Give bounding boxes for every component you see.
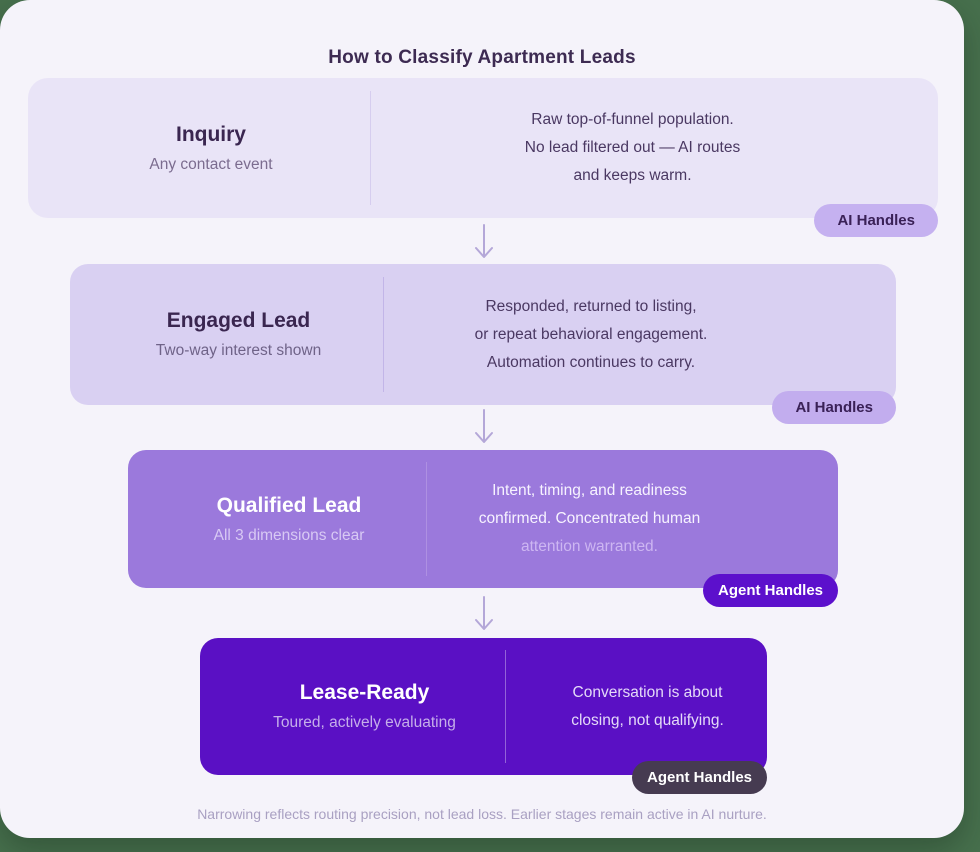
description-line: or repeat behavioral engagement. (474, 325, 708, 343)
stage-subtitle: All 3 dimensions clear (213, 526, 365, 544)
description-line: closing, not qualifying. (571, 711, 724, 729)
stage-label-cell: Engaged Lead Two-way interest shown (70, 309, 383, 360)
description-line: Automation continues to carry. (486, 353, 696, 371)
stage-description: Intent, timing, and readiness confirmed.… (427, 477, 838, 561)
down-arrow-icon (475, 596, 493, 630)
stage-subtitle: Toured, actively evaluating (273, 714, 456, 731)
description-line: Conversation is about (572, 683, 723, 701)
stage-description: Conversation is about closing, not quali… (506, 679, 767, 735)
stage-box-engaged-lead: Engaged Lead Two-way interest shown Resp… (70, 264, 896, 424)
footer-note: Narrowing reflects routing precision, no… (197, 806, 767, 822)
stage-label-cell: Qualified Lead All 3 dimensions clear (128, 494, 426, 545)
stage-name: Qualified Lead (216, 493, 362, 517)
diagram-card: How to Classify Apartment Leads Inquiry … (0, 0, 964, 838)
stage-name: Lease-Ready (299, 681, 430, 704)
description-line: Responded, returned to listing, (485, 297, 697, 315)
down-arrow-icon (475, 224, 493, 258)
stage-box-inquiry: Inquiry Any contact event Raw top-of-fun… (28, 78, 938, 237)
description-line: attention warranted. (520, 538, 658, 555)
stage-box-qualified-lead: Qualified Lead All 3 dimensions clear In… (128, 450, 838, 607)
page-title: How to Classify Apartment Leads (328, 46, 636, 68)
stage-label-cell: Inquiry Any contact event (28, 123, 370, 174)
down-arrow-icon (475, 409, 493, 443)
description-line: and keeps warm. (573, 167, 692, 184)
ai-handles-badge: AI Handles (814, 204, 938, 237)
stage-name: Inquiry (175, 122, 246, 146)
divider (505, 650, 506, 763)
stage-label-cell: Lease-Ready Toured, actively evaluating (200, 681, 505, 732)
agent-handles-badge: Agent Handles (631, 761, 767, 794)
stage-box-lease-ready: Lease-Ready Toured, actively evaluating … (200, 638, 767, 794)
description-line: No lead filtered out — AI routes (524, 139, 741, 156)
divider (383, 276, 384, 393)
ai-handles-badge: AI Handles (772, 391, 896, 424)
stage-name: Engaged Lead (166, 309, 311, 332)
divider (426, 462, 427, 576)
divider (370, 90, 371, 206)
description-line: Raw top-of-funnel population. (531, 111, 734, 128)
description-line: confirmed. Concentrated human (478, 510, 701, 527)
stage-subtitle: Any contact event (149, 155, 273, 173)
stage-description: Raw top-of-funnel population. No lead fi… (371, 106, 938, 190)
stage-subtitle: Two-way interest shown (155, 342, 322, 359)
agent-handles-badge: Agent Handles (702, 574, 838, 607)
stage-description: Responded, returned to listing, or repea… (384, 293, 896, 377)
description-line: Intent, timing, and readiness (492, 482, 687, 499)
